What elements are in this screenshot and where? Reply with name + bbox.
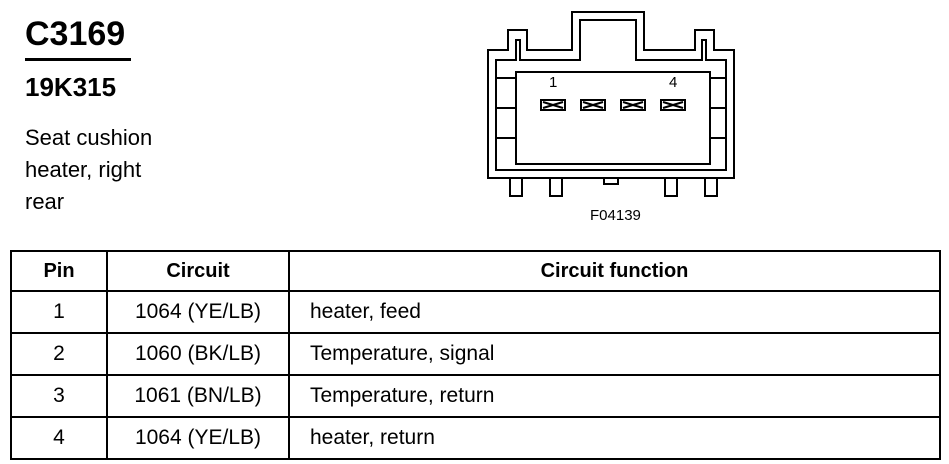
header-pin: Pin bbox=[10, 250, 108, 292]
figure-id: F04139 bbox=[590, 207, 641, 224]
circuit-cell: 1064 (YE/LB) bbox=[106, 290, 290, 334]
header-circuit: Circuit bbox=[106, 250, 290, 292]
table-row: 1 1064 (YE/LB) heater, feed bbox=[10, 290, 941, 334]
table-row: 4 1064 (YE/LB) heater, return bbox=[10, 416, 941, 460]
function-cell: Temperature, signal bbox=[288, 332, 941, 376]
terminal-tab bbox=[664, 177, 678, 197]
function-cell: heater, return bbox=[288, 416, 941, 460]
circuit-cell: 1064 (YE/LB) bbox=[106, 416, 290, 460]
pin-label-1: 1 bbox=[549, 74, 557, 91]
table-row: 2 1060 (BK/LB) Temperature, signal bbox=[10, 332, 941, 376]
pin-cell: 1 bbox=[10, 290, 108, 334]
header-circuit-function: Circuit function bbox=[288, 250, 941, 292]
pin-table: Pin Circuit Circuit function 1 1064 (YE/… bbox=[10, 250, 941, 460]
cavity-frame bbox=[515, 71, 711, 165]
pin-cavity-1 bbox=[540, 99, 566, 111]
pin-cell: 4 bbox=[10, 416, 108, 460]
circuit-cell: 1061 (BN/LB) bbox=[106, 374, 290, 418]
table-row: 3 1061 (BN/LB) Temperature, return bbox=[10, 374, 941, 418]
function-cell: Temperature, return bbox=[288, 374, 941, 418]
table-header-row: Pin Circuit Circuit function bbox=[10, 250, 941, 292]
housing-outline bbox=[487, 11, 735, 179]
terminal-tab bbox=[509, 177, 523, 197]
circuit-cell: 1060 (BK/LB) bbox=[106, 332, 290, 376]
pin-cell: 3 bbox=[10, 374, 108, 418]
function-cell: heater, feed bbox=[288, 290, 941, 334]
part-number: 19K315 bbox=[25, 72, 117, 102]
terminal-tab bbox=[704, 177, 718, 197]
pin-cavity-3 bbox=[620, 99, 646, 111]
terminal-tab bbox=[603, 177, 619, 185]
title-underline bbox=[25, 58, 131, 61]
pin-cavity-2 bbox=[580, 99, 606, 111]
connector-id: C3169 bbox=[25, 15, 126, 53]
connector-description: Seat cushion heater, right rear bbox=[25, 125, 153, 214]
pin-cell: 2 bbox=[10, 332, 108, 376]
terminal-tab bbox=[549, 177, 563, 197]
pin-cavity-4 bbox=[660, 99, 686, 111]
connector-face-diagram: 1 4 bbox=[487, 11, 735, 197]
housing-inner bbox=[495, 19, 727, 171]
pin-label-4: 4 bbox=[669, 74, 677, 91]
